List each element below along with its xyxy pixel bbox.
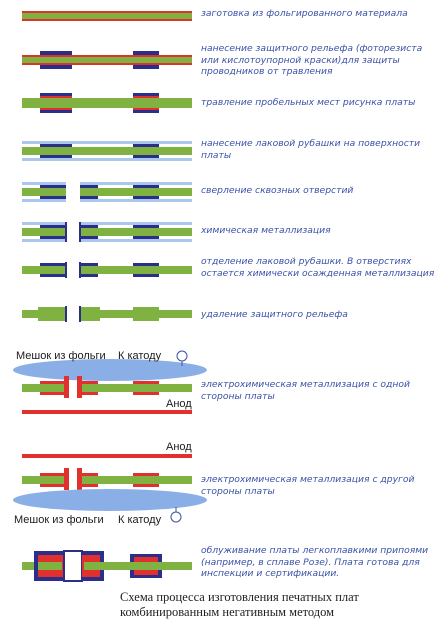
- step-2-illustration: [22, 51, 192, 69]
- step-10-illustration: [13, 454, 207, 523]
- step-11-illustration: [22, 550, 192, 582]
- step-3-illustration: [22, 93, 192, 113]
- step-2-text: нанесение защитного рельефа (фоторезиста…: [201, 43, 423, 77]
- cathode-label-top: К катоду: [118, 350, 162, 362]
- step-8-illustration: [22, 306, 192, 322]
- step-7-illustration: [22, 262, 192, 278]
- step-5-text: сверление сквозных отверстий: [201, 185, 354, 196]
- step-4-text: нанесение лаковой рубашки на поверхности…: [201, 138, 421, 161]
- step-10-text: электрохимическая металлизация с другой …: [201, 474, 415, 497]
- step-1-illustration: [22, 11, 192, 21]
- step-9-illustration: [13, 350, 207, 414]
- foil-bag-label-bottom: Мешок из фольги: [14, 514, 104, 526]
- step-7-text: отделение лаковой рубашки. В отверстиях …: [201, 256, 435, 279]
- step-4-illustration: [22, 141, 192, 161]
- anode-label-top: Анод: [166, 398, 192, 410]
- step-11-text: облуживание платы легкоплавкими припоями…: [201, 545, 429, 579]
- step-6-text: химическая металлизация: [201, 225, 331, 236]
- step-5-illustration: [22, 182, 192, 202]
- step-6-illustration: [22, 222, 192, 242]
- step-9-text: электрохимическая металлизация с одной с…: [201, 379, 411, 402]
- figure-caption: Схема процесса изготовления печатных пла…: [120, 590, 359, 619]
- step-8-text: удаление защитного рельефа: [201, 309, 348, 320]
- cathode-label-bottom: К катоду: [118, 514, 162, 526]
- step-3-text: травление пробельных мест рисунка платы: [201, 97, 416, 108]
- step-1-text: заготовка из фольгированного материала: [201, 8, 408, 19]
- anode-label-bottom: Анод: [166, 441, 192, 453]
- foil-bag-label-top: Мешок из фольги: [16, 350, 106, 362]
